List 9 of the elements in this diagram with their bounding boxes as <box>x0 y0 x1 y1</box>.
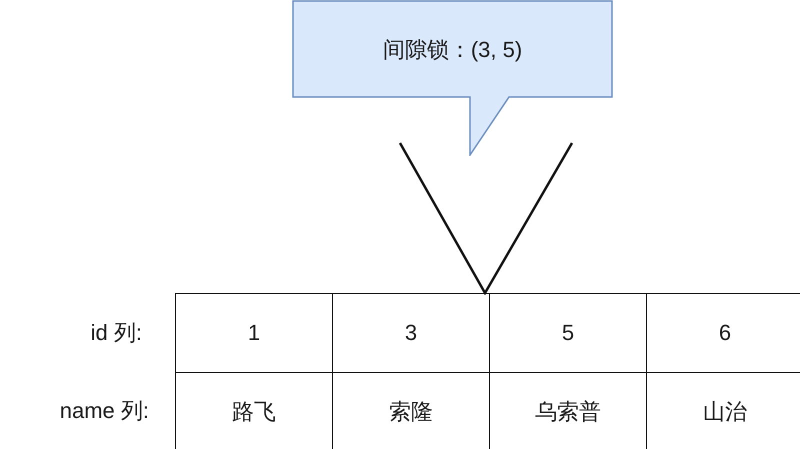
table-cell: 3 <box>332 294 490 372</box>
row-label: id 列: <box>90 318 142 346</box>
table-cell: 5 <box>490 294 646 372</box>
callout-text: 间隙锁：(3, 5) <box>382 36 522 64</box>
callout-bubble <box>292 0 613 156</box>
table-cell: 路飞 <box>176 372 332 449</box>
table-cell: 1 <box>176 294 332 372</box>
table-cell: 6 <box>646 294 800 372</box>
row-label: name 列: <box>60 397 149 425</box>
